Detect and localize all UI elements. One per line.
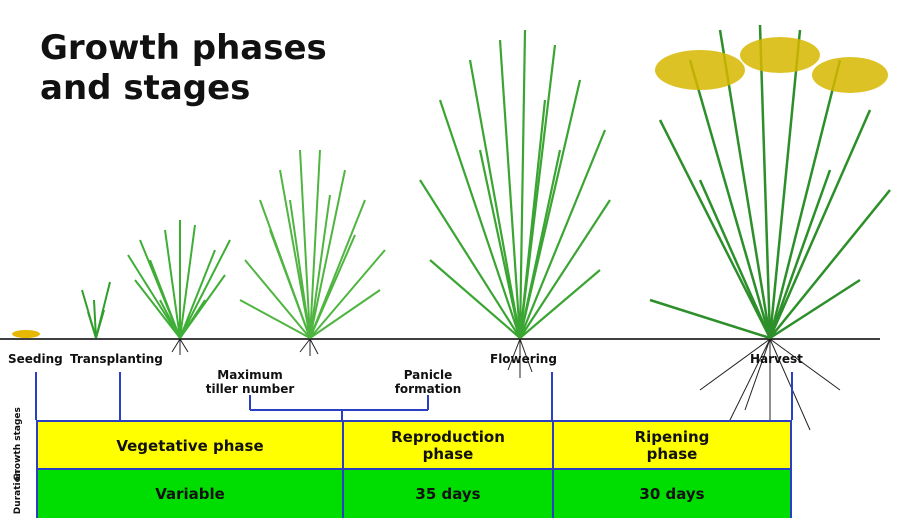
duration-ripening: 30 days [552,470,792,518]
tillering-plant [128,220,230,338]
row-label-growth-stages: Growth stages [0,420,36,468]
stage-harvest: Harvest [750,352,803,366]
row-label-duration: Duration [0,468,36,516]
duration-row: Variable 35 days 30 days [36,468,792,518]
seed-illustration [12,330,40,338]
harvest-grain [655,37,888,93]
tiller-roots-small [172,339,188,355]
max-tiller-roots [300,339,318,356]
flowering-plant [420,30,610,338]
phase-reproduction: Reproduction phase [342,422,552,470]
stage-maximum-tiller-number: Maximum tiller number [205,368,295,396]
phase-vegetative: Vegetative phase [36,422,342,470]
transplant-seedling [82,282,110,338]
phase-ripening: Ripening phase [552,422,792,470]
phase-row: Vegetative phase Reproduction phase Ripe… [36,420,792,470]
max-tiller-plant [240,150,385,338]
stage-seeding: Seeding [8,352,63,366]
duration-reproduction: 35 days [342,470,552,518]
stage-flowering: Flowering [490,352,557,366]
stage-panicle-formation: Panicle formation [378,368,478,396]
stage-transplanting: Transplanting [70,352,163,366]
duration-vegetative: Variable [36,470,342,518]
